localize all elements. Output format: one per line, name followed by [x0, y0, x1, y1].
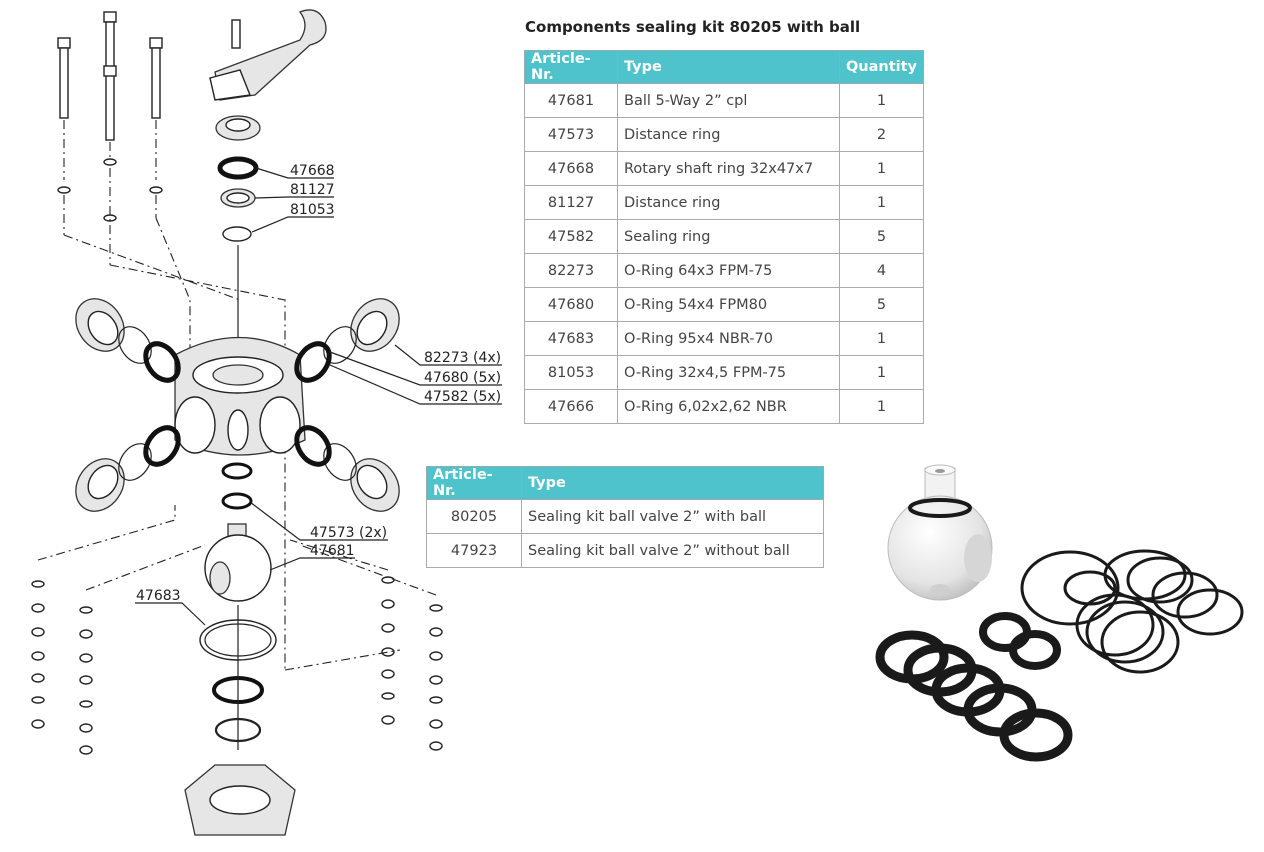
cell-article: 81127 [524, 185, 618, 220]
table-header-row: Article-Nr. Type Quantity [524, 50, 925, 84]
cell-quantity: 1 [838, 355, 925, 390]
callout-47582: 47582 (5x) [424, 389, 501, 405]
callout-81127: 81127 [290, 182, 335, 198]
callout-47680: 47680 (5x) [424, 370, 501, 386]
cell-quantity: 1 [838, 321, 925, 356]
cell-quantity: 5 [838, 219, 925, 254]
bottom-parts [184, 605, 296, 836]
nut-stack-3 [381, 576, 395, 725]
cell-article: 80205 [426, 499, 522, 534]
cell-quantity: 1 [838, 151, 925, 186]
bolts [57, 11, 286, 670]
cell-type: O-Ring 32x4,5 FPM-75 [617, 355, 840, 390]
ball [204, 523, 272, 602]
header-article-nr: Article-Nr. [426, 466, 522, 500]
cell-article: 47683 [524, 321, 618, 356]
nut-stack-4 [429, 604, 443, 751]
cell-article: 47680 [524, 287, 618, 322]
cell-article: 47923 [426, 533, 522, 568]
callout-47683: 47683 [136, 588, 181, 604]
bolt-2 [103, 11, 117, 265]
distance-rings [221, 462, 253, 510]
valve-body [174, 336, 306, 456]
cell-article: 82273 [524, 253, 618, 288]
kit-title: Components sealing kit 80205 with ball [525, 18, 861, 36]
cell-type: Sealing ring [617, 219, 840, 254]
cell-type: Sealing kit ball valve 2” with ball [521, 499, 824, 534]
cell-type: Distance ring [617, 117, 840, 152]
cell-type: Sealing kit ball valve 2” without ball [521, 533, 824, 568]
cell-article: 81053 [524, 355, 618, 390]
cell-type: Rotary shaft ring 32x47x7 [617, 151, 840, 186]
callout-labels: 47668 81127 81053 82273 (4x) 47680 (5x) … [136, 163, 501, 604]
callout-leaders [135, 167, 502, 626]
port-lower-right [294, 425, 400, 512]
bolt-3 [149, 37, 163, 218]
cell-type: O-Ring 64x3 FPM-75 [617, 253, 840, 288]
nut-stack-1 [31, 580, 45, 729]
cell-article: 47666 [524, 389, 618, 424]
kit-photo [875, 464, 1244, 762]
header-article-nr: Article-Nr. [524, 50, 618, 84]
photo-ball [887, 464, 993, 601]
callout-47681: 47681 [310, 543, 355, 559]
cell-quantity: 5 [838, 287, 925, 322]
cell-article: 47573 [524, 117, 618, 152]
header-quantity: Quantity [838, 50, 925, 84]
cell-quantity: 1 [838, 83, 925, 118]
nut-stacks [31, 505, 443, 755]
cell-type: Distance ring [617, 185, 840, 220]
cell-type: O-Ring 6,02x2,62 NBR [617, 389, 840, 424]
port-lower-left [75, 425, 181, 512]
callout-82273: 82273 (4x) [424, 350, 501, 366]
cell-type: O-Ring 54x4 FPM80 [617, 287, 840, 322]
cell-article: 47582 [524, 219, 618, 254]
callout-47668: 47668 [290, 163, 335, 179]
cell-quantity: 2 [838, 117, 925, 152]
bolt-1 [57, 37, 71, 235]
table-header-row: Article-Nr. Type [426, 466, 824, 500]
cell-quantity: 1 [838, 389, 925, 424]
callout-47573: 47573 (2x) [310, 525, 387, 541]
header-type: Type [521, 466, 824, 500]
lever-handle [209, 9, 327, 101]
nut-stack-2 [79, 606, 93, 755]
cell-type: O-Ring 95x4 NBR-70 [617, 321, 840, 356]
header-type: Type [617, 50, 840, 84]
cell-article: 47681 [524, 83, 618, 118]
photo-seals [875, 549, 1244, 762]
port-upper-left [75, 298, 181, 383]
cell-type: Ball 5-Way 2” cpl [617, 83, 840, 118]
port-upper-right [294, 298, 400, 383]
cell-article: 47668 [524, 151, 618, 186]
stem-seals [215, 115, 261, 350]
cell-quantity: 1 [838, 185, 925, 220]
callout-81053: 81053 [290, 202, 335, 218]
cell-quantity: 4 [838, 253, 925, 288]
